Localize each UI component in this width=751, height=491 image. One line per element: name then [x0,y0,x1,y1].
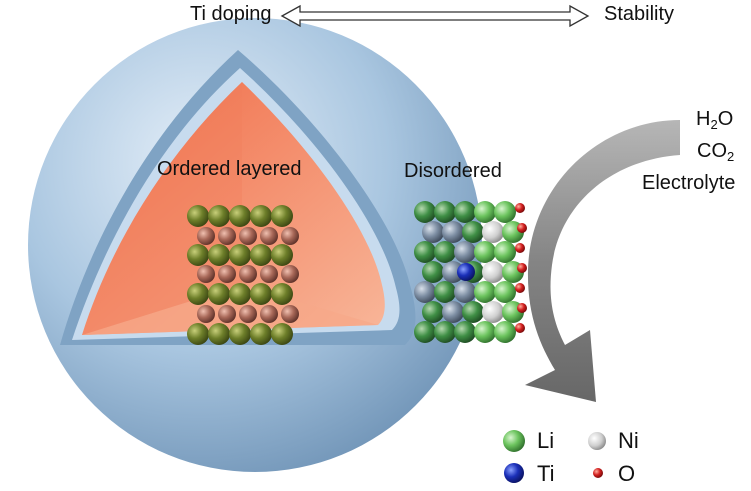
ordered-atom-large [187,283,209,305]
disordered-atom [474,201,496,223]
ordered-atom-large [229,244,251,266]
surface-oxygen-atom [517,303,527,313]
surface-oxygen-atom [515,203,525,213]
ordered-atom-small [218,227,236,245]
ti-atom-icon [504,463,524,483]
surface-oxygen-atom [515,323,525,333]
ordered-atom-large [250,323,272,345]
header-left-label: Ti doping [190,3,272,25]
disordered-atom [434,281,456,303]
li-atom-icon [503,430,525,452]
disordered-atom [462,301,484,323]
ordered-atom-small [197,265,215,283]
disordered-atom [494,321,516,343]
shell-label: Disordered [404,160,502,182]
ti-dopant-atom [457,263,475,281]
ordered-atom-large [208,205,230,227]
disordered-atom [494,201,516,223]
ordered-atom-large [208,283,230,305]
disordered-atom [434,201,456,223]
core-label: Ordered layered [157,158,302,180]
disordered-atom [442,221,464,243]
ordered-atom-large [271,205,293,227]
disordered-atom [442,261,464,283]
legend-ni-label: Ni [618,428,639,453]
co2-label: CO2 [697,140,735,164]
ordered-atom-large [187,244,209,266]
ordered-atom-large [250,244,272,266]
ordered-atom-small [281,305,299,323]
disordered-atom [422,221,444,243]
ordered-atom-small [260,265,278,283]
ordered-atom-small [260,305,278,323]
double-arrow-icon [280,4,590,28]
legend-ti-label: Ti [537,461,555,486]
legend-li-label: Li [537,428,555,453]
surface-oxygen-atom [517,263,527,273]
ordered-atom-small [281,227,299,245]
disordered-atom [422,261,444,283]
ordered-atom-large [250,205,272,227]
disordered-atom [442,301,464,323]
ordered-atom-large [271,244,293,266]
surface-oxygen-atom [515,283,525,293]
curved-arrow-icon [525,120,680,402]
surface-oxygen-atom [515,243,525,253]
legend-o-label: O [618,461,636,486]
ordered-atom-large [229,323,251,345]
disordered-atom [494,281,516,303]
ordered-atom-small [218,265,236,283]
surface-oxygen-atom [517,223,527,233]
ordered-atom-small [218,305,236,323]
ordered-atom-small [197,305,215,323]
disordered-atom [434,241,456,263]
h2o-label: H2O [696,108,734,132]
ordered-atom-large [208,323,230,345]
disordered-atom [482,261,504,283]
ordered-atom-small [239,227,257,245]
disordered-atom [414,321,436,343]
ordered-atom-small [239,265,257,283]
disordered-atom [482,301,504,323]
ordered-atom-large [229,205,251,227]
disordered-atom [414,241,436,263]
disordered-atom [462,221,484,243]
ordered-atom-large [271,283,293,305]
disordered-atom-block [414,201,527,343]
disordered-atom [414,281,436,303]
ordered-atom-large [250,283,272,305]
ordered-atom-large [229,283,251,305]
ordered-atom-large [208,244,230,266]
disordered-atom [474,281,496,303]
ordered-atom-large [271,323,293,345]
ordered-atom-block [187,205,299,345]
disordered-atom [454,241,476,263]
disordered-atom [454,281,476,303]
ordered-atom-large [187,205,209,227]
header-right-label: Stability [604,3,675,25]
ordered-atom-large [187,323,209,345]
disordered-atom [454,201,476,223]
disordered-atom [434,321,456,343]
ordered-atom-small [197,227,215,245]
disordered-atom [482,221,504,243]
ni-atom-icon [588,432,606,450]
disordered-atom [454,321,476,343]
disordered-atom [494,241,516,263]
ordered-atom-small [281,265,299,283]
disordered-atom [474,321,496,343]
disordered-atom [414,201,436,223]
electrolyte-label: Electrolyte [642,172,736,194]
ordered-atom-small [239,305,257,323]
disordered-atom [474,241,496,263]
ordered-atom-small [260,227,278,245]
disordered-atom [422,301,444,323]
o-atom-icon [593,468,603,478]
